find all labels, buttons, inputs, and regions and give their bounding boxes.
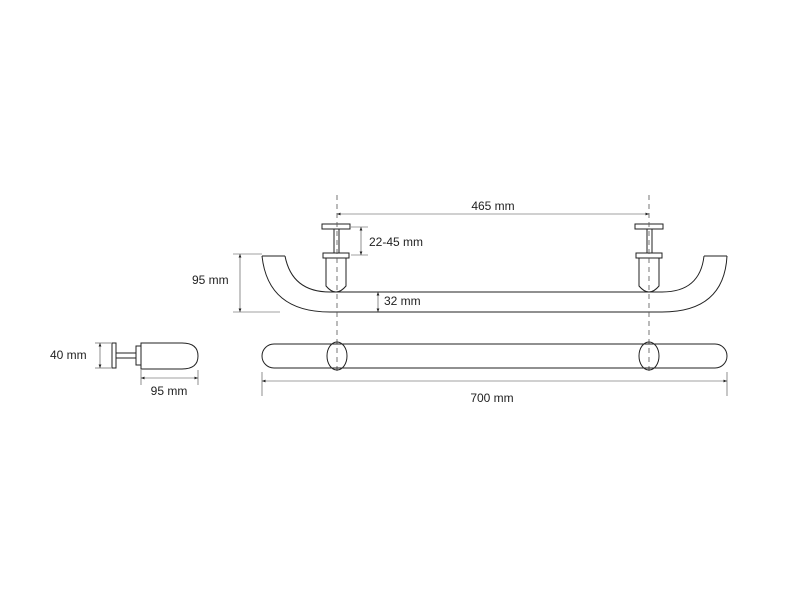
dimension-side-depth: 95 mm [140, 370, 199, 398]
left-screw [333, 228, 340, 254]
left-post [321, 223, 351, 293]
right-rosette-top [638, 341, 660, 371]
front-view [261, 223, 728, 313]
dimension-total-length: 700 mm [261, 372, 728, 405]
left-wall-plate [321, 223, 351, 230]
label-height: 95 mm [192, 273, 229, 287]
side-wall-plate [111, 342, 117, 369]
bar-front-outline [261, 255, 728, 313]
bar-top-outline [261, 343, 728, 369]
dimension-tube: 32 mm [376, 292, 421, 312]
right-post-body [638, 258, 660, 293]
label-wall-adjust: 22-45 mm [369, 235, 423, 249]
label-side-depth: 95 mm [151, 384, 188, 398]
side-view [111, 342, 199, 370]
dimension-side-height: 40 mm [50, 342, 111, 369]
label-center-distance: 465 mm [471, 199, 514, 213]
side-flange [135, 345, 142, 366]
dimension-wall-adjust: 22-45 mm [351, 226, 423, 256]
left-post-body [325, 258, 347, 293]
top-view [261, 341, 728, 371]
dimension-center-distance: 465 mm [337, 199, 649, 216]
label-side-height: 40 mm [50, 348, 87, 362]
left-rosette-top [326, 341, 348, 371]
dimension-height: 95 mm [192, 253, 280, 313]
bar-front-inner-outline [284, 255, 705, 293]
side-screw [115, 352, 137, 359]
label-total-length: 700 mm [470, 391, 513, 405]
right-screw [646, 228, 653, 254]
side-body [140, 342, 199, 370]
label-tube: 32 mm [384, 294, 421, 308]
left-flange [322, 252, 350, 259]
